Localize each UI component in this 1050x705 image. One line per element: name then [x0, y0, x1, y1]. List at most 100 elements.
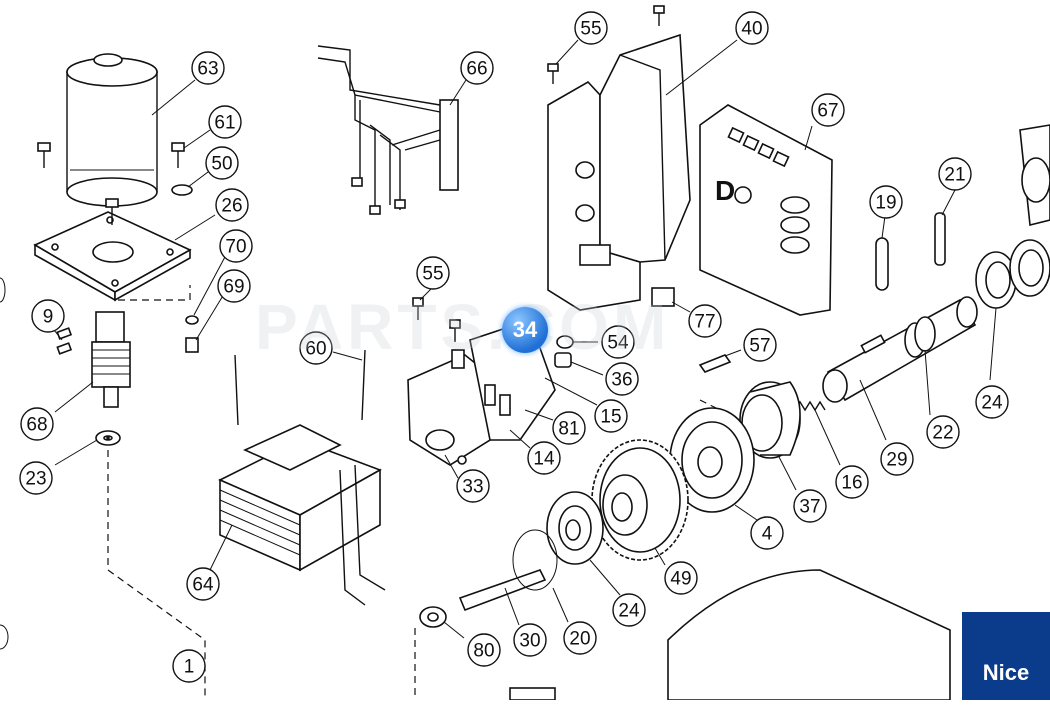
callout-label: 49: [670, 569, 691, 590]
callout-label: 29: [886, 450, 907, 471]
callout-label: 19: [875, 193, 896, 214]
callout-label: 60: [305, 339, 326, 360]
svg-text:D: D: [715, 175, 735, 206]
worm-gear-part: [91, 311, 131, 446]
callout-circle: [612, 593, 646, 627]
wiring-harness: [317, 45, 459, 215]
brand-logo: Nice: [962, 612, 1050, 700]
watermark-text: PARTS.COM: [255, 291, 671, 363]
callout-label: 33: [462, 477, 483, 498]
callout-circle: [19, 461, 53, 495]
sleeve-part: [739, 381, 801, 459]
callout-circle: [811, 93, 845, 127]
callout-label: 77: [694, 312, 715, 333]
callout-label: 4: [762, 524, 773, 545]
callout-label: 26: [221, 196, 242, 217]
callout-label: 16: [841, 473, 862, 494]
callout-circle: [926, 415, 960, 449]
callout-label: 14: [533, 449, 555, 470]
callout-circle: [743, 328, 777, 362]
callout-circle: [835, 465, 869, 499]
callout-label: 55: [580, 19, 601, 40]
pin-part: [875, 237, 889, 291]
callout-label: 61: [214, 113, 235, 134]
callout-label: 22: [932, 423, 953, 444]
encoder-disc: [669, 407, 755, 513]
callout-label: 1: [184, 657, 195, 678]
callout-circle: [601, 325, 635, 359]
label-sticker: [651, 287, 675, 307]
callout-label: 57: [749, 336, 770, 357]
spring-part: [794, 400, 826, 412]
callout-circle: [664, 561, 698, 595]
callout-label: 37: [799, 497, 820, 518]
callout-circle: [527, 441, 561, 475]
callout-label: 9: [43, 307, 54, 328]
callout-circle: [880, 442, 914, 476]
callout-circle: [574, 11, 608, 45]
callout-label: 50: [211, 154, 232, 175]
screw-parts: [547, 63, 559, 72]
callout-circle: [467, 633, 501, 667]
callout-label: 20: [569, 629, 590, 650]
callout-label: 69: [223, 277, 244, 298]
pin-part: [934, 212, 946, 266]
bearing-part: [975, 124, 1050, 309]
callout-circle: [456, 469, 490, 503]
callout-circle: [172, 649, 206, 683]
screw-parts: [37, 142, 199, 355]
callout-circle: [299, 331, 333, 365]
transformer-part: [218, 349, 386, 606]
motor-part: [66, 53, 158, 207]
callout-label: 81: [558, 419, 579, 440]
callout-circle: [31, 299, 65, 333]
connector-part: [509, 687, 556, 701]
callout-circle: [735, 11, 769, 45]
callout-label: 24: [618, 601, 640, 622]
control-housing: [547, 33, 691, 311]
callout-circle: [186, 567, 220, 601]
callout-label: 63: [197, 59, 218, 80]
leader-lines: [53, 39, 997, 639]
callout-label: 36: [611, 370, 632, 391]
callout-circle: [688, 304, 722, 338]
callout-circle: [552, 411, 586, 445]
callout-label: 70: [225, 237, 246, 258]
callout-label: 55: [422, 264, 443, 285]
callout-label: 66: [466, 59, 487, 80]
cover-part: [667, 569, 951, 701]
callout-circle: [563, 621, 597, 655]
callout-label: 54: [607, 333, 629, 354]
callout-circle: [217, 269, 251, 303]
gear-part: [591, 439, 689, 561]
callout-circle: [191, 51, 225, 85]
callout-circle: [605, 362, 639, 396]
o-ring: [512, 529, 558, 591]
callout-circle: [205, 146, 239, 180]
bearing-part: [546, 491, 604, 565]
pin-shaft: [458, 569, 547, 612]
control-board: D: [699, 104, 833, 316]
highlight-badge[interactable]: 34: [502, 307, 548, 353]
callout-label: 23: [25, 469, 46, 490]
callout-label: 30: [519, 631, 540, 652]
callout-circle: [975, 385, 1009, 419]
callout-circle: [460, 51, 494, 85]
callout-circle: [594, 399, 628, 433]
callout-label: 40: [741, 19, 762, 40]
callout-label: 21: [944, 165, 965, 186]
screw-parts: [653, 5, 665, 14]
main-shaft: [822, 296, 978, 403]
callout-label: 15: [600, 407, 621, 428]
callout-label: 24: [981, 393, 1003, 414]
callout-label: 67: [817, 101, 838, 122]
callout-circle: [750, 516, 784, 550]
screw-parts: [554, 352, 572, 368]
callout-circle: [215, 188, 249, 222]
callout-circle: [513, 623, 547, 657]
callout-circle: [208, 105, 242, 139]
callout-circle: [219, 229, 253, 263]
mounting-plate: [33, 211, 192, 302]
